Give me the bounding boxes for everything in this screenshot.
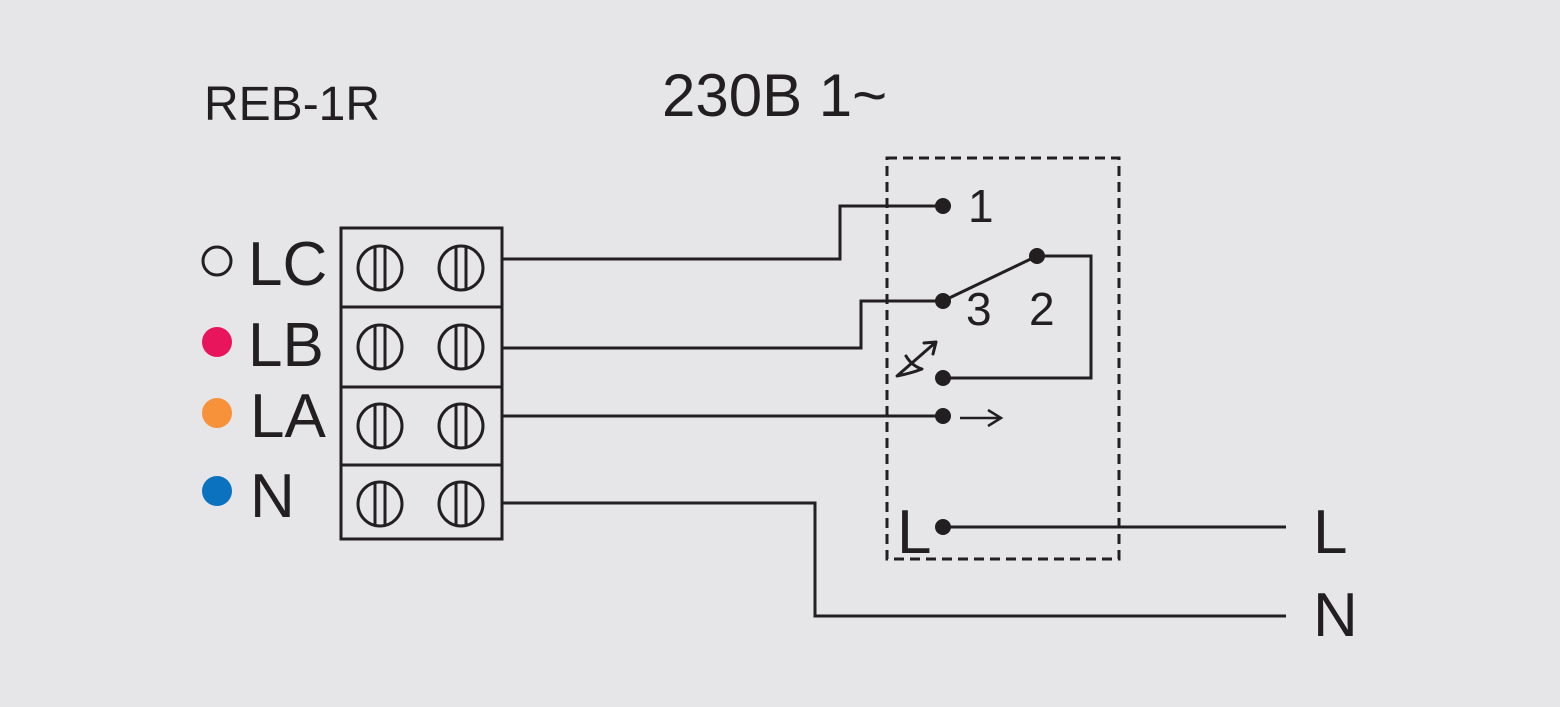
contact-1-label: 1	[968, 180, 994, 232]
la-color-marker	[202, 398, 232, 428]
screw-icon	[356, 402, 404, 450]
screw-icon	[437, 480, 485, 528]
terminal-label-la: LA	[250, 382, 326, 451]
actuation-symbol-icon	[895, 340, 938, 378]
screw-icon	[356, 480, 404, 528]
screw-icon	[356, 244, 404, 292]
wire-n	[502, 501, 1286, 618]
arrow-right-icon	[960, 408, 1004, 428]
lb-color-marker	[202, 327, 232, 357]
switch-blade	[942, 254, 1038, 303]
mains-line-label: L	[1313, 498, 1347, 567]
screw-icon	[356, 323, 404, 371]
terminal-block	[339, 226, 504, 541]
la-contact-terminal	[935, 408, 951, 424]
lc-color-marker	[201, 245, 233, 277]
n-color-marker	[202, 476, 232, 506]
wire-lb	[502, 299, 943, 350]
screw-icon	[437, 244, 485, 292]
terminal-label-lc: LC	[248, 230, 327, 299]
screw-icon	[437, 402, 485, 450]
contact-3-label: 3	[966, 283, 992, 335]
terminal-label-lb: LB	[248, 311, 324, 380]
contact-2-label: 2	[1029, 283, 1055, 335]
wire-lc	[502, 204, 943, 261]
mains-neutral-label: N	[1313, 581, 1358, 650]
model-label: REB-1R	[204, 78, 380, 131]
switch-enclosure	[885, 156, 1121, 561]
selector-switch: 1 3 2 L	[895, 180, 1093, 567]
terminal-label-n: N	[250, 462, 295, 531]
terminal-block-frame	[339, 226, 504, 541]
supply-label: 230В 1~	[662, 62, 887, 129]
screw-icon	[437, 323, 485, 371]
contact-1-terminal	[935, 198, 951, 214]
switch-loop-wire	[943, 254, 1093, 380]
input-l-label: L	[897, 498, 931, 567]
terminal-legend: LC LB LA N	[201, 230, 327, 531]
